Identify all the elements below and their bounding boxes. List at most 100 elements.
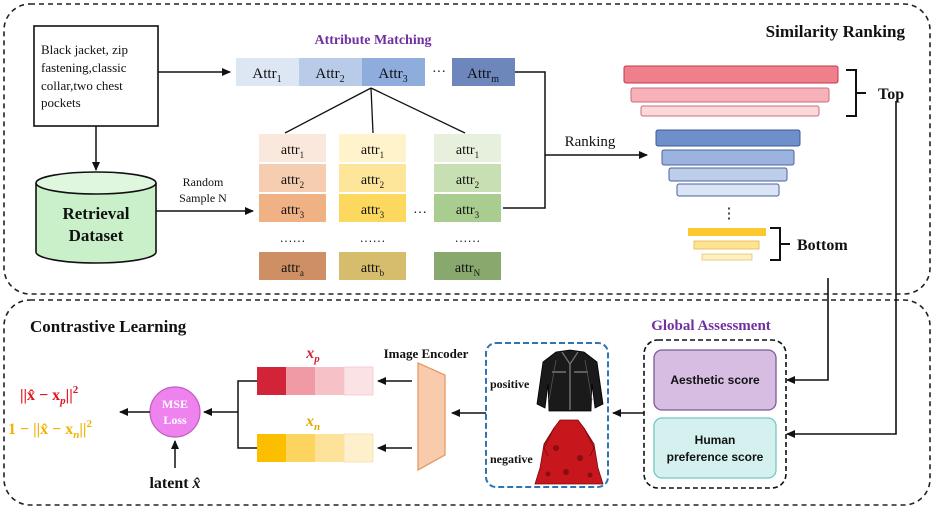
attribute-row: Attr1 Attr2 Attr3 Attrm ··· — [236, 58, 515, 86]
mid-bar-1 — [655, 129, 801, 147]
xn-cell-1 — [257, 434, 286, 462]
xn-cell-4 — [343, 433, 374, 463]
aesthetic-score-label: Aesthetic score — [670, 373, 760, 387]
attr-3-label: Attr3 — [378, 66, 407, 85]
column-2-cell-1 — [339, 134, 406, 162]
negative-loss-formula: 1 − ||x̂ − xn||2 — [8, 418, 92, 441]
ranking-funnel: ⋮ — [623, 65, 839, 261]
bottom-label: Bottom — [797, 237, 848, 254]
human-preference-box — [653, 417, 777, 479]
funnel-dots: ⋮ — [722, 206, 737, 222]
query-text-box — [33, 25, 159, 127]
image-encoder-label: Image Encoder — [384, 346, 469, 361]
grid-ellipsis: ··· — [413, 206, 427, 221]
dataset-label-2: Dataset — [69, 226, 124, 245]
image-encoder-shape — [417, 361, 446, 472]
column-1-label-2: attr2 — [281, 173, 304, 190]
fan-line-1 — [284, 87, 372, 134]
column-1-label-3: attr3 — [281, 203, 305, 220]
column-1-cell-3 — [259, 194, 326, 222]
column-3-cell-2 — [434, 164, 501, 192]
dataset-cylinder-body — [35, 183, 157, 264]
top-bar-3 — [640, 105, 820, 117]
xp-cell-4 — [343, 366, 374, 396]
attr-1-label: Attr1 — [252, 66, 281, 85]
contrastive-learning-title: Contrastive Learning — [30, 317, 187, 336]
query-line-3: collar,two chest — [41, 78, 123, 93]
dataset-cylinder-top — [35, 171, 157, 195]
mse-loss-label-2: Loss — [163, 413, 187, 427]
top-bracket — [846, 69, 866, 117]
positive-jacket-image — [536, 349, 604, 412]
attr-ellipsis: ··· — [432, 65, 446, 80]
xn-cell-2 — [286, 434, 315, 462]
attr-m-to-ranking-line — [503, 71, 546, 209]
human-preference-label-1: Human — [695, 433, 736, 447]
contrastive-learning-panel — [3, 299, 931, 506]
top-bar-1 — [623, 65, 839, 84]
query-line-1: Black jacket, zip — [41, 42, 128, 57]
human-preference-label-2: preference score — [667, 450, 764, 464]
column-2-cell-2 — [339, 164, 406, 192]
column-1-dots: …… — [280, 230, 306, 245]
ranking-label: Ranking — [565, 134, 616, 150]
aesthetic-score-box — [653, 349, 777, 411]
column-3-label-3: attr3 — [456, 203, 480, 220]
negative-dress-image — [534, 419, 604, 485]
column-2-label-1: attr1 — [361, 143, 384, 160]
attr-m-label: Attrm — [467, 66, 499, 85]
column-3-label-2: attr2 — [456, 173, 479, 190]
similarity-ranking-panel — [3, 3, 931, 295]
similarity-ranking-title: Similarity Ranking — [766, 22, 906, 41]
attr-2-label: Attr2 — [315, 66, 344, 85]
column-1-cell-2 — [259, 164, 326, 192]
random-sample-label-1: Random — [183, 175, 224, 189]
attr-3-cell — [362, 58, 425, 86]
attr-1-cell — [236, 58, 299, 86]
column-1-last-cell — [259, 252, 326, 280]
mid-bar-4 — [676, 183, 780, 197]
mid-bar-2 — [661, 149, 795, 166]
column-3-last-cell — [434, 252, 501, 280]
bottom-bracket — [770, 227, 790, 261]
top-label: Top — [878, 86, 904, 103]
column-3-dots: …… — [455, 230, 481, 245]
image-pair-panel — [485, 342, 609, 488]
column-3-last-label: attrN — [455, 261, 481, 278]
column-3-cell-3 — [434, 194, 501, 222]
bottom-bar-2 — [693, 240, 760, 250]
xp-cell-1 — [257, 367, 286, 395]
xp-cell-2 — [286, 367, 315, 395]
query-line-2: fastening,classic — [41, 60, 127, 75]
column-1-last-label: attra — [281, 261, 304, 278]
mse-loss-node — [149, 386, 201, 438]
fan-line-2 — [370, 87, 374, 134]
bottom-bar-1 — [688, 228, 766, 236]
bottom-to-aesthetic-arrow — [786, 278, 829, 384]
random-sample-label-2: Sample N — [179, 191, 227, 205]
column-2-dots: …… — [360, 230, 386, 245]
column-3-cell-1 — [434, 134, 501, 162]
column-2-last-cell — [339, 252, 406, 280]
xn-embedding: xn — [257, 413, 374, 463]
attribute-matching-title: Attribute Matching — [314, 33, 431, 48]
global-assessment-title: Global Assessment — [651, 318, 771, 334]
negative-label: negative — [490, 452, 533, 466]
query-line-4: pockets — [41, 95, 81, 110]
global-assessment-box — [643, 339, 787, 489]
column-2-last-label: attrb — [361, 261, 385, 278]
top-bar-2 — [630, 87, 830, 103]
column-3-label-1: attr1 — [456, 143, 479, 160]
column-2-cell-3 — [339, 194, 406, 222]
positive-label: positive — [490, 377, 530, 391]
xp-cell-3 — [315, 367, 344, 395]
xp-embedding: xp — [257, 345, 374, 396]
attribute-columns: attr1 attr2 attr3 …… attra attr1 attr2 attr3 …… a… — [259, 134, 501, 280]
attr-2-cell — [299, 58, 362, 86]
attr-m-cell — [452, 58, 515, 86]
xp-to-loss-line — [203, 380, 257, 416]
mse-loss-label-1: MSE — [162, 397, 188, 411]
column-2-label-3: attr3 — [361, 203, 385, 220]
column-1-cell-1 — [259, 134, 326, 162]
